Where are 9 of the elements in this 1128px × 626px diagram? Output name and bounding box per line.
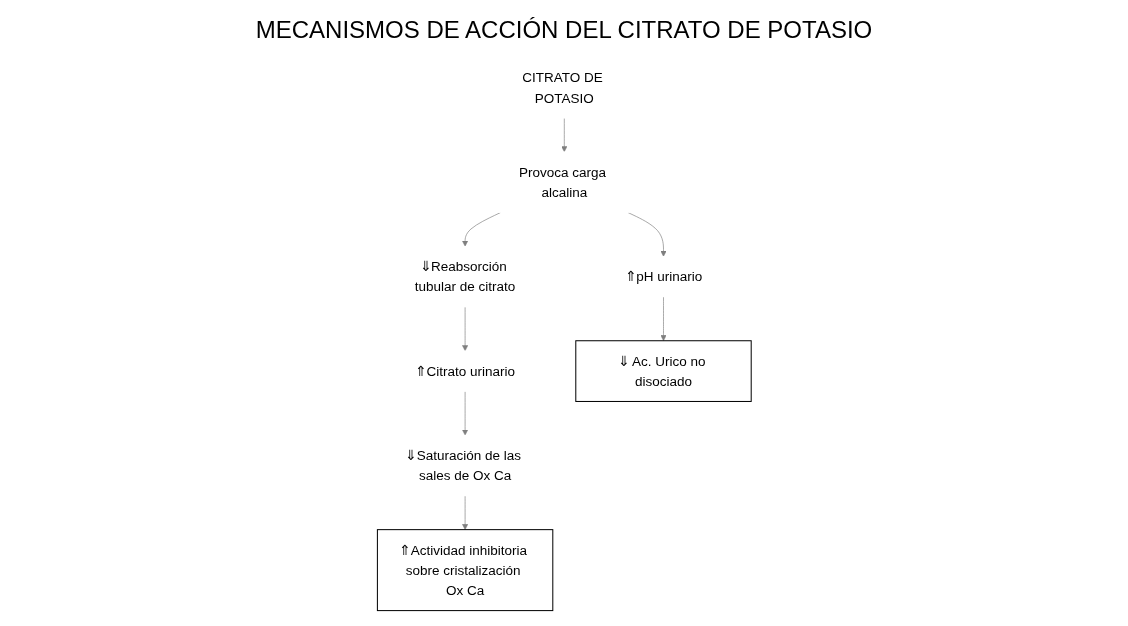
- diagram-title: MECANISMOS DE ACCIÓN DEL CITRATO DE POTASIO: [255, 16, 873, 44]
- node-text: Provoca carga alcalina: [518, 164, 606, 200]
- node-text: CITRATO DE POTASIO: [521, 70, 603, 106]
- node-text: ⇑Citrato urinario: [414, 363, 515, 379]
- node-box: ⇓ Ac. Urico no disociado: [575, 340, 752, 402]
- node-box: ⇑Actividad inhibitoria sobre cristalización Ox Ca: [376, 529, 553, 612]
- node-text: ⇑pH urinario: [624, 269, 702, 285]
- node-text: ⇓Reabsorción tubular de citrato: [414, 259, 516, 295]
- node-text: ⇓Saturación de las sales de Ox Ca: [405, 448, 521, 484]
